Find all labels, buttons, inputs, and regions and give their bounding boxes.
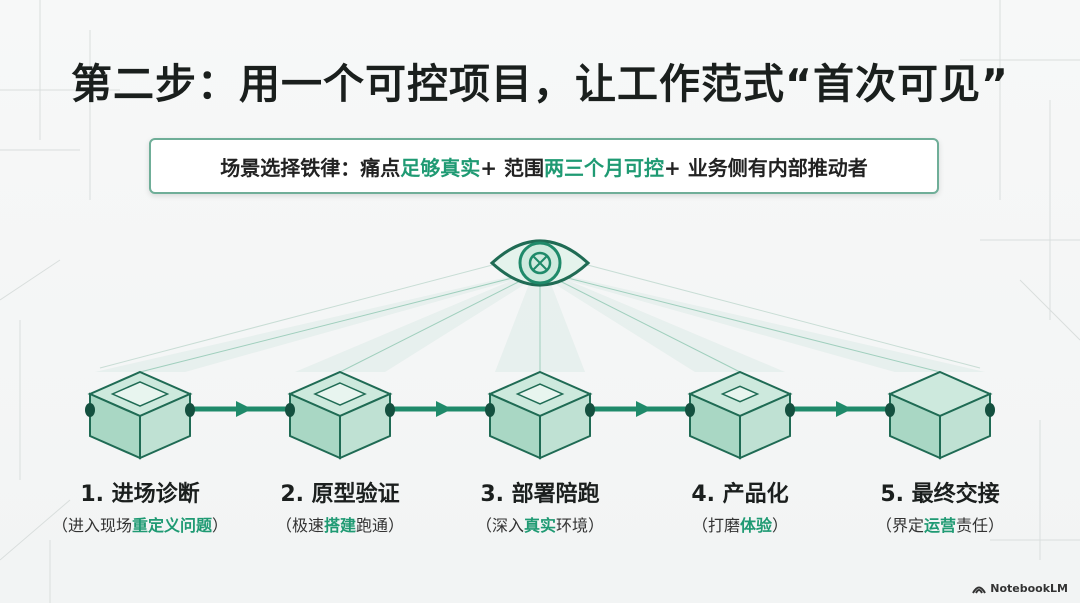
scene-selection-rule: 场景选择铁律：痛点 足够真实 + 范围 两三个月可控 + 业务侧有内部推动者: [149, 138, 939, 194]
cube-port-right: [785, 403, 795, 417]
light-beam: [95, 271, 546, 372]
step-subtitle-text: ）: [212, 516, 229, 535]
cube-right-face: [139, 392, 191, 460]
cube-port-left: [285, 403, 295, 417]
cube-port-right: [585, 403, 595, 417]
step-subtitle-text: （进入现场: [51, 516, 132, 535]
cube-icon: [85, 370, 195, 460]
notebooklm-logo: NotebookLM: [972, 582, 1068, 595]
step-title: 5. 最终交接: [880, 482, 1000, 507]
cube-port-left: [85, 403, 95, 417]
rule-highlight-real: 足够真实: [400, 155, 481, 180]
step-subtitle: （深入真实环境）: [440, 512, 640, 536]
step-subtitle: （打磨体验）: [640, 512, 840, 536]
eye-pupil: [528, 251, 552, 275]
rule-mid: + 范围: [480, 155, 544, 180]
step-subtitle: （极速搭建跑通）: [240, 512, 440, 536]
arrow-icon: [836, 401, 852, 417]
arrow-icon: [236, 401, 252, 417]
cube-right-face: [339, 392, 391, 460]
step-subtitle-text: （打磨: [691, 516, 740, 535]
beam-line: [539, 270, 741, 373]
cube-right-face: [739, 392, 791, 460]
step-subtitle-text: （界定: [875, 516, 924, 535]
arrow-icon: [436, 401, 452, 417]
light-beam: [534, 271, 785, 372]
step-subtitle: （界定运营责任）: [840, 512, 1040, 536]
page-title: 第二步：用一个可控项目，让工作范式“首次可见”: [71, 60, 1009, 108]
notebooklm-logo-icon: [972, 586, 987, 594]
logo-text: NotebookLM: [990, 582, 1068, 595]
light-beam: [534, 271, 985, 372]
step-subtitle: （进入现场重定义问题）: [40, 512, 240, 536]
step-subtitle-highlight: 运营: [923, 516, 956, 535]
rule-prefix: 场景选择铁律：痛点: [220, 155, 401, 180]
cube-opening: [515, 383, 565, 405]
step-subtitle-text: （极速: [275, 516, 324, 535]
rule-highlight-scope: 两三个月可控: [544, 155, 664, 180]
cube-port-right: [985, 403, 995, 417]
cube-port-right: [385, 403, 395, 417]
step-subtitle-highlight: 搭建: [323, 516, 356, 535]
beam-line: [99, 262, 501, 369]
cube-icon: [685, 370, 795, 460]
step-subtitle-highlight: 体验: [739, 516, 772, 535]
beam-line: [579, 262, 981, 369]
cube-opening: [720, 385, 760, 403]
cube-right-face: [939, 392, 991, 460]
cube-opening: [313, 382, 367, 406]
eye-icon: [489, 239, 591, 287]
cube-icon: [285, 370, 395, 460]
step-title: 4. 产品化: [691, 482, 789, 507]
step-subtitle-text: 环境）: [556, 516, 605, 535]
step-subtitle-highlight: 真实: [523, 516, 556, 535]
cube-opening: [110, 381, 170, 407]
step-subtitle-text: 责任）: [956, 516, 1005, 535]
arrow-icon: [636, 401, 652, 417]
cube-port-right: [185, 403, 195, 417]
step-subtitle-text: 跑通）: [356, 516, 405, 535]
cube-port-left: [885, 403, 895, 417]
cube-port-left: [685, 403, 695, 417]
light-beams: [95, 262, 985, 373]
step-subtitle-text: ）: [772, 516, 789, 535]
step-subtitle-highlight: 重定义问题: [131, 516, 212, 535]
step-title: 1. 进场诊断: [80, 482, 200, 507]
step-subtitle-text: （深入: [475, 516, 524, 535]
beam-line: [339, 270, 541, 373]
eye-cross: [532, 255, 548, 271]
rule-suffix: + 业务侧有内部推动者: [664, 155, 868, 180]
beam-line: [139, 270, 541, 373]
step-title: 3. 部署陪跑: [480, 482, 600, 507]
cube-port-left: [485, 403, 495, 417]
cube-right-face: [539, 392, 591, 460]
cube-icon: [485, 370, 595, 460]
light-beam: [295, 271, 546, 372]
step-title: 2. 原型验证: [280, 482, 400, 507]
beam-line: [539, 270, 941, 373]
cube-icon: [885, 370, 995, 460]
